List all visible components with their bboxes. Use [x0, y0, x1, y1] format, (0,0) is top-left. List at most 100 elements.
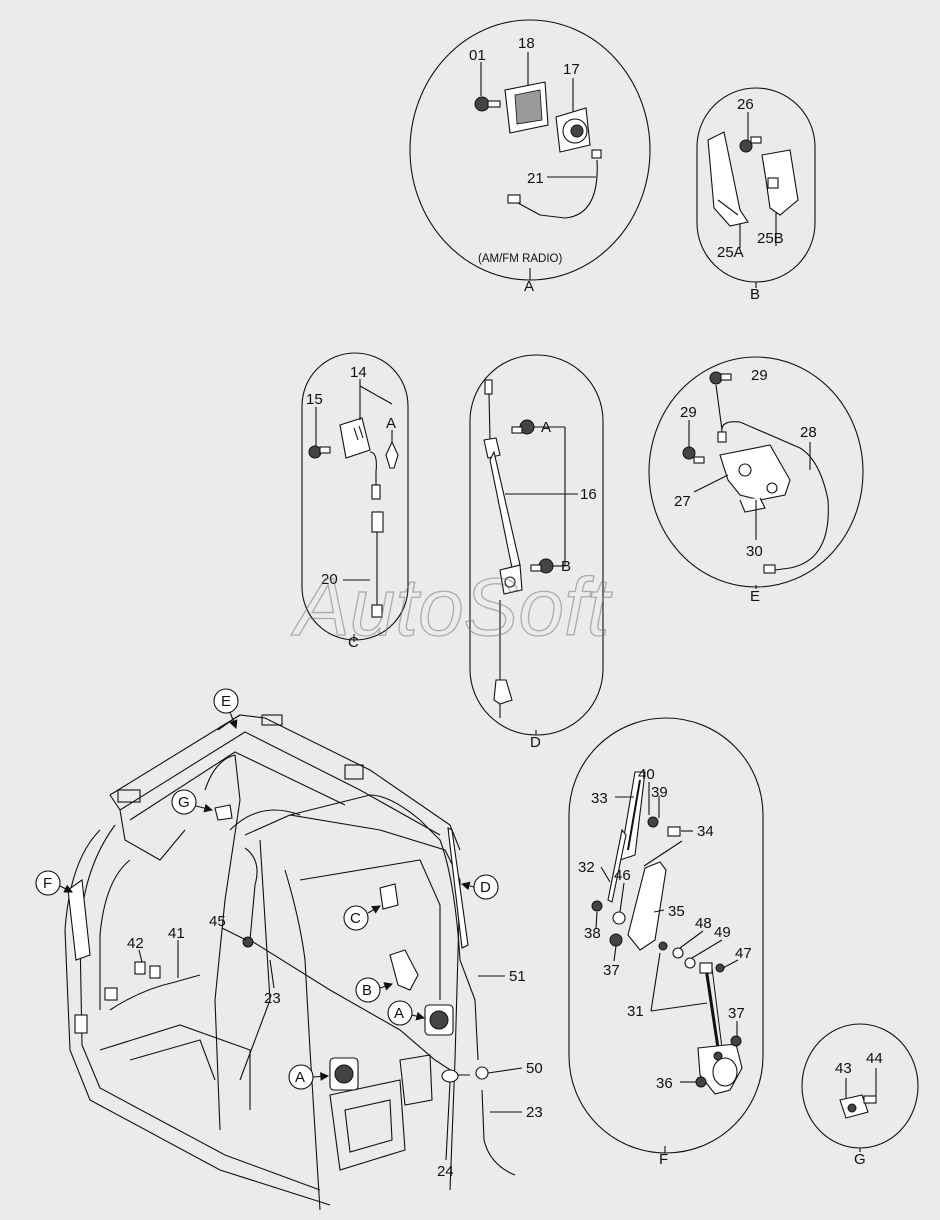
part-label-23: 23	[526, 1104, 543, 1121]
antenna-icon	[447, 827, 469, 949]
washer-icon	[658, 941, 696, 969]
part-label-25b: 25B	[757, 230, 784, 247]
wiper-cover-icon	[627, 861, 667, 951]
callout-letter-a: A	[524, 278, 534, 295]
part-label-16: 16	[580, 486, 597, 503]
radio-caption: (AM/FM RADIO)	[478, 253, 562, 265]
callout-letter-b: B	[750, 286, 760, 303]
wiper-motor-icon	[695, 962, 743, 1095]
part-label-33: 33	[591, 790, 608, 807]
part-label-38: 38	[584, 925, 601, 942]
part-label-41: 41	[168, 925, 185, 942]
marker-a: A	[288, 1064, 330, 1090]
marker-e: E	[213, 688, 239, 730]
part-label-51: 51	[509, 968, 526, 985]
svg-text:B: B	[362, 982, 372, 999]
bolt-icon	[709, 371, 732, 385]
speaker-icon	[329, 1057, 359, 1091]
part-label-29: 29	[680, 404, 697, 421]
bolt-icon	[308, 445, 331, 459]
marker-f: F	[35, 870, 73, 896]
marker-c: C	[343, 905, 381, 931]
part-label-31: 31	[627, 1003, 644, 1020]
antenna-rod-icon	[371, 511, 384, 618]
part-label-15: 15	[306, 391, 323, 408]
part-label-48: 48	[695, 915, 712, 932]
part-label-14: 14	[350, 364, 367, 381]
bracket-icon	[761, 149, 799, 216]
callout-letter-g: G	[854, 1151, 866, 1168]
part-label-45: 45	[209, 913, 226, 930]
speaker-icon	[555, 107, 591, 153]
part-label-44: 44	[866, 1050, 883, 1067]
wiper-blade-icon	[619, 771, 646, 861]
callout-a: 01 18 17 21 (AM/FM RADIO) A	[409, 19, 651, 295]
nozzle-icon	[441, 1069, 459, 1083]
svg-text:C: C	[350, 910, 361, 927]
callout-c: 14 A 15 20 C	[301, 352, 409, 651]
part-label-49: 49	[714, 924, 731, 941]
part-label-25a: 25A	[717, 244, 744, 261]
callout-letter-e: E	[750, 588, 760, 605]
callout-e: 29 29 28 27 30 E	[648, 356, 864, 605]
callout-g: 43 44 G	[801, 1023, 919, 1168]
part-label-40: 40	[638, 766, 655, 783]
speaker-grille-icon	[504, 81, 549, 134]
marker-a: A	[387, 1000, 426, 1026]
part-label-29: 29	[751, 367, 768, 384]
callout-letter-c: C	[348, 634, 359, 651]
part-label-20: 20	[321, 571, 338, 588]
pedal-icon	[389, 949, 419, 991]
marker-g: G	[171, 789, 214, 815]
part-label-32: 32	[578, 859, 595, 876]
ref-letter-a: A	[386, 415, 396, 432]
operator-cab: E G F D C B A	[35, 688, 543, 1211]
part-label-36: 36	[656, 1075, 673, 1092]
bolt-icon	[530, 558, 554, 574]
part-label-18: 18	[518, 35, 535, 52]
svg-text:A: A	[394, 1005, 404, 1022]
part-label-28: 28	[800, 424, 817, 441]
hinge-bracket-icon	[719, 444, 791, 513]
bolt-icon	[682, 446, 705, 464]
svg-text:E: E	[221, 693, 231, 710]
part-label-35: 35	[668, 903, 685, 920]
wiper-motor-icon	[67, 879, 91, 1034]
wiper-arm-icon	[607, 828, 627, 903]
marker-b: B	[355, 977, 394, 1003]
watermark: AutoSoft	[290, 562, 613, 653]
part-label-17: 17	[563, 61, 580, 78]
part-label-43: 43	[835, 1060, 852, 1077]
connector-icon	[369, 440, 399, 500]
part-label-23: 23	[264, 990, 281, 1007]
switch-box-icon	[339, 417, 371, 459]
part-label-01: 01	[469, 47, 486, 64]
part-label-39: 39	[651, 784, 668, 801]
bolt-icon	[739, 136, 762, 153]
part-label-46: 46	[614, 867, 631, 884]
speaker-icon	[424, 1004, 454, 1036]
svg-text:F: F	[43, 875, 52, 892]
ref-letter-b: B	[561, 558, 571, 575]
part-label-47: 47	[735, 945, 752, 962]
ref-letter-a: A	[541, 419, 551, 436]
part-label-37: 37	[603, 962, 620, 979]
part-label-42: 42	[127, 935, 144, 952]
part-label-50: 50	[526, 1060, 543, 1077]
bolt-icon	[474, 96, 501, 112]
radio-cable-icon	[507, 149, 602, 219]
part-label-27: 27	[674, 493, 691, 510]
callout-letter-f: F	[659, 1151, 668, 1168]
nut-icon	[591, 900, 626, 947]
svg-text:G: G	[178, 794, 190, 811]
connector-icon	[104, 961, 161, 1001]
switch-icon	[839, 1094, 877, 1119]
part-label-26: 26	[737, 96, 754, 113]
part-label-34: 34	[697, 823, 714, 840]
callout-letter-d: D	[530, 734, 541, 751]
antenna-mast-icon	[483, 379, 523, 718]
washer-nozzle-icon	[647, 816, 681, 837]
part-label-24: 24	[437, 1163, 454, 1180]
part-label-37: 37	[728, 1005, 745, 1022]
